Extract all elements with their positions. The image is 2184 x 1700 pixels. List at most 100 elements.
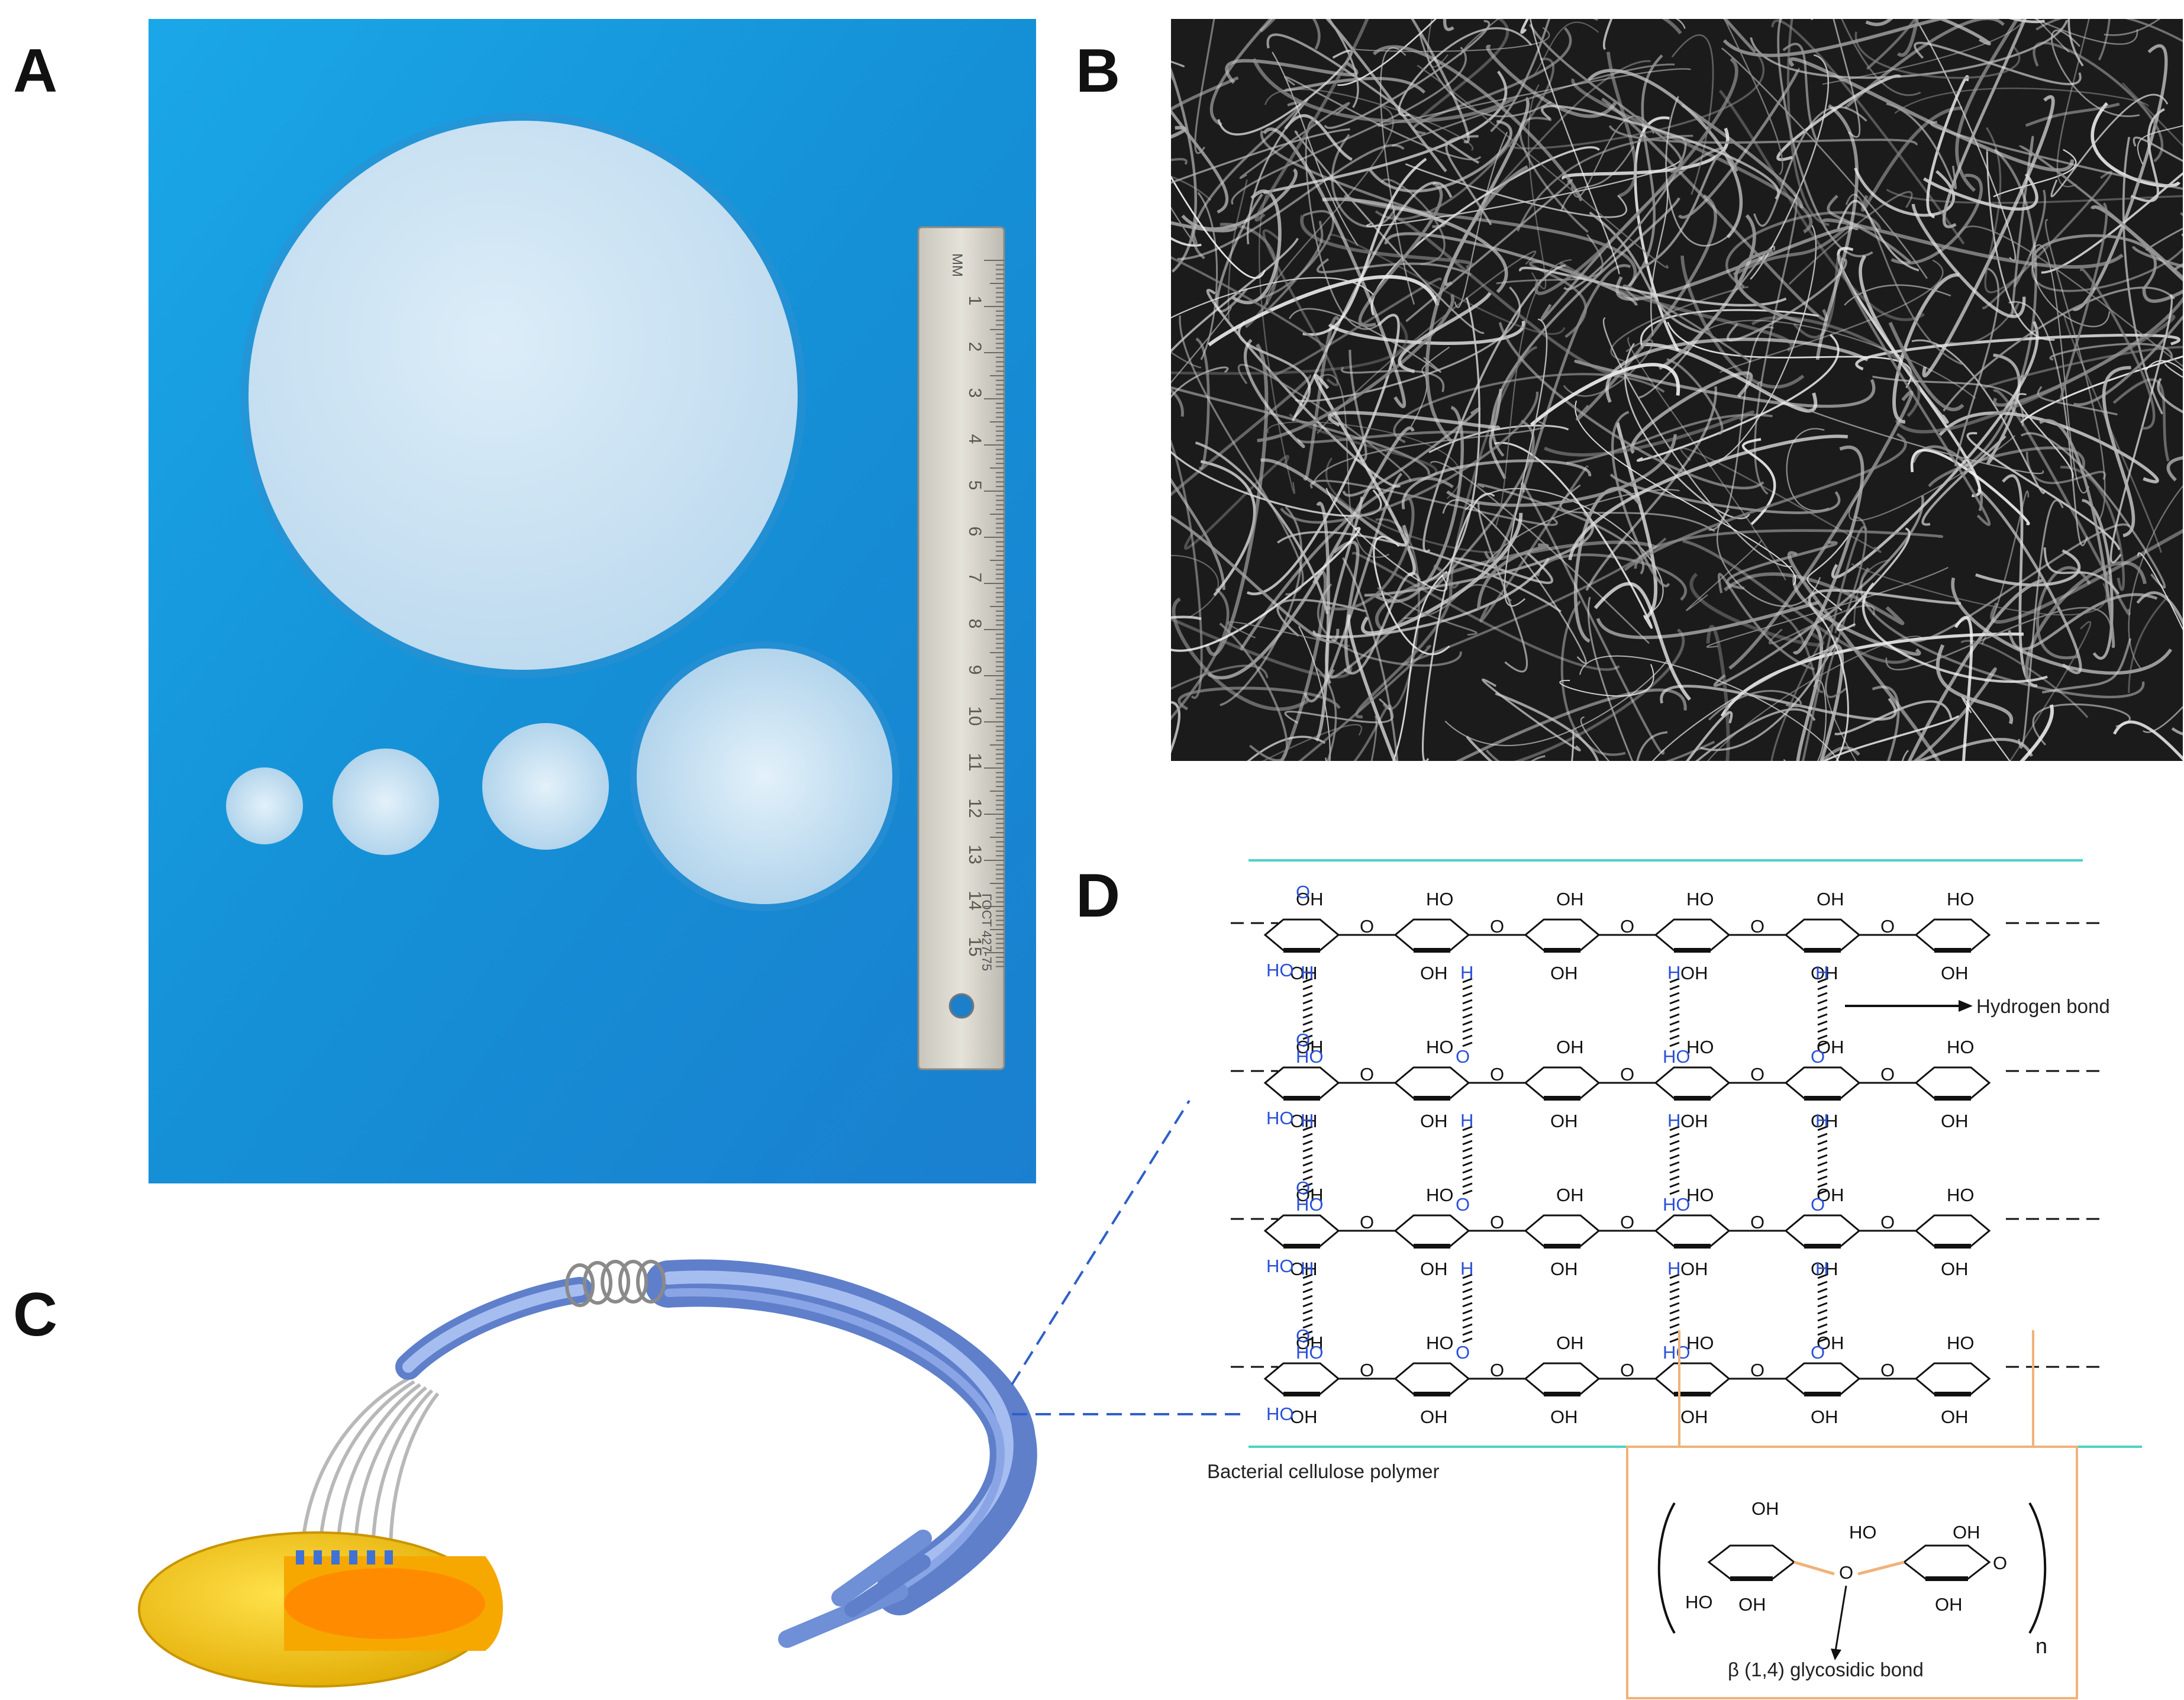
panel-letter-c: C (13, 1280, 58, 1349)
cellulose-ribbon (395, 1259, 1037, 1648)
hydrogen-bond-hatch (1462, 1175, 1473, 1181)
sem-fiber (1282, 77, 1426, 94)
sem-fiber (2090, 205, 2183, 282)
sem-fiber (1530, 19, 1620, 275)
sem-fiber (1844, 284, 1951, 306)
sem-fiber (1682, 539, 1912, 664)
sem-fiber (1377, 68, 1691, 127)
chem-label-oh: OH (1941, 1111, 1969, 1131)
sem-fiber (1792, 446, 1864, 655)
chem-label-h: H (1667, 1110, 1680, 1131)
inset-glucose-ring (1707, 1544, 1796, 1580)
inset-glucose-ring (1902, 1544, 1991, 1580)
glucose-ring (1393, 1066, 1470, 1099)
sem-fiber (1820, 746, 1860, 761)
sem-fiber (1312, 421, 1546, 485)
sem-fiber (1421, 493, 1495, 761)
sem-fiber (1291, 181, 1453, 422)
sem-fiber (1519, 266, 1787, 307)
hydrogen-bond-hatch (1669, 1161, 1680, 1167)
sem-fiber (1479, 466, 1589, 622)
inset-label-oh: OH (1751, 1498, 1779, 1519)
sem-fiber (1576, 194, 1717, 421)
sem-fiber (1171, 478, 1225, 590)
chem-label-o: O (1296, 1030, 1310, 1050)
hydrogen-bond-hatch (1302, 1302, 1313, 1308)
sem-fiber (1724, 19, 1783, 175)
sem-fiber (1304, 472, 1403, 702)
ruler-standard-text: ГОСТ 427-75 (979, 893, 994, 971)
hydrogen-bond-hatch (1669, 1273, 1680, 1279)
sem-fiber (1722, 19, 1947, 57)
sem-fiber (1886, 188, 2183, 204)
sem-fiber (2137, 125, 2183, 164)
chem-label-h: H (1460, 1258, 1473, 1279)
sem-fiber (1171, 307, 1232, 384)
sem-fiber (1615, 422, 1658, 620)
sem-fiber (1443, 19, 1454, 31)
membrane-1 (226, 767, 303, 844)
sem-fiber (2008, 593, 2158, 651)
glucose-ring (1784, 1066, 1861, 1099)
chem-label-ho: HO (1686, 1333, 1714, 1353)
sem-fiber (1726, 541, 1838, 590)
inset-label-oh: OH (1738, 1594, 1766, 1615)
chem-label-oh: OH (1420, 1111, 1448, 1131)
sem-fiber (1171, 237, 1202, 247)
sem-fiber (1477, 502, 1528, 673)
sem-fiber (1316, 374, 1390, 558)
chem-label-o: O (1750, 1212, 1764, 1233)
hydrogen-bond-hatch (1669, 1154, 1680, 1160)
sem-fiber (1575, 400, 1796, 586)
sem-fiber (1658, 214, 1756, 370)
ruler-number: 10 (965, 706, 985, 725)
sem-fiber (1300, 215, 1473, 269)
sem-fiber (2109, 293, 2173, 563)
sem-fiber (2122, 82, 2183, 147)
chem-label-o: O (1490, 1360, 1504, 1380)
hydrogen-bond-hatch (1669, 1125, 1680, 1131)
hydrogen-bond-hatch (1302, 1140, 1313, 1146)
panel-letter-a: A (13, 37, 58, 105)
sem-fiber (1303, 316, 1340, 481)
chem-label-oh: OH (1296, 1333, 1324, 1353)
hydrogen-bond-hatch (1462, 1013, 1473, 1019)
hydrogen-bond-hatch (1302, 1034, 1313, 1040)
sem-fiber (1680, 256, 1805, 389)
sem-fiber (1494, 259, 1572, 529)
sem-fiber (1722, 19, 1757, 53)
hydrogen-bond-hatch (1817, 999, 1828, 1005)
hydrogen-bond-hatch (1669, 1140, 1680, 1146)
sem-fiber (1411, 346, 1450, 427)
sem-fiber (1277, 531, 1562, 613)
sem-fiber (1819, 644, 1844, 761)
sem-fiber (1337, 19, 1437, 86)
chem-label-ho: HO (1296, 1046, 1324, 1067)
sem-fiber (1380, 47, 1415, 305)
glucose-ring (1784, 1362, 1861, 1395)
sem-fiber (1822, 19, 2025, 85)
hydrogen-bond-hatch (1462, 1154, 1473, 1160)
sem-fiber (1171, 588, 1230, 720)
sem-fiber (1768, 605, 1875, 644)
hydrogen-bond-hatch (1302, 1154, 1313, 1160)
glucose-ring (1393, 918, 1470, 951)
sem-fiber (1244, 338, 1305, 449)
sem-fiber (1171, 207, 1198, 246)
sem-fiber (1284, 114, 1353, 162)
hydrogen-bond-hatch (1462, 1133, 1473, 1138)
sem-fiber (1430, 460, 1650, 644)
sem-fiber (1370, 715, 1377, 761)
hydrogen-bond-hatch (1817, 1280, 1828, 1286)
sem-fiber (2025, 102, 2120, 127)
sem-fiber (1195, 441, 1329, 614)
chem-label-ho: HO (1296, 1342, 1324, 1363)
membrane-3 (482, 723, 609, 850)
hydrogen-bond-hatch (1302, 1125, 1313, 1131)
sem-fiber (1986, 353, 2021, 465)
inset-label-o: O (1993, 1553, 2007, 1573)
hydrogen-bond-hatch (1817, 1309, 1828, 1315)
chem-label-oh: OH (1296, 1037, 1324, 1057)
